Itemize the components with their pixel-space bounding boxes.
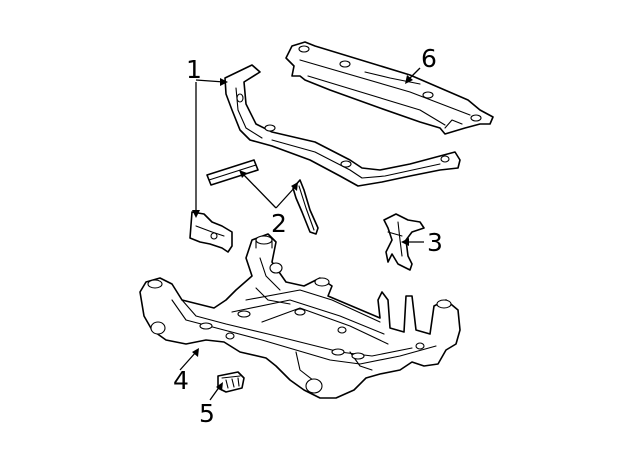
part-1-lower-bracket [189, 211, 233, 253]
callout-4: 4 [173, 366, 189, 395]
part-4-subframe [139, 233, 461, 399]
part-2-strip-right [292, 179, 319, 235]
callout-6: 6 [421, 44, 437, 73]
callout-3: 3 [427, 228, 443, 257]
leader-lines [179, 67, 424, 401]
callout-5: 5 [199, 399, 215, 428]
callout-2: 2 [271, 209, 287, 238]
part-6-upper-cover [285, 41, 494, 135]
callout-1: 1 [186, 55, 202, 84]
part-1-support-bar [224, 64, 461, 187]
part-2-strip-left [206, 159, 259, 186]
